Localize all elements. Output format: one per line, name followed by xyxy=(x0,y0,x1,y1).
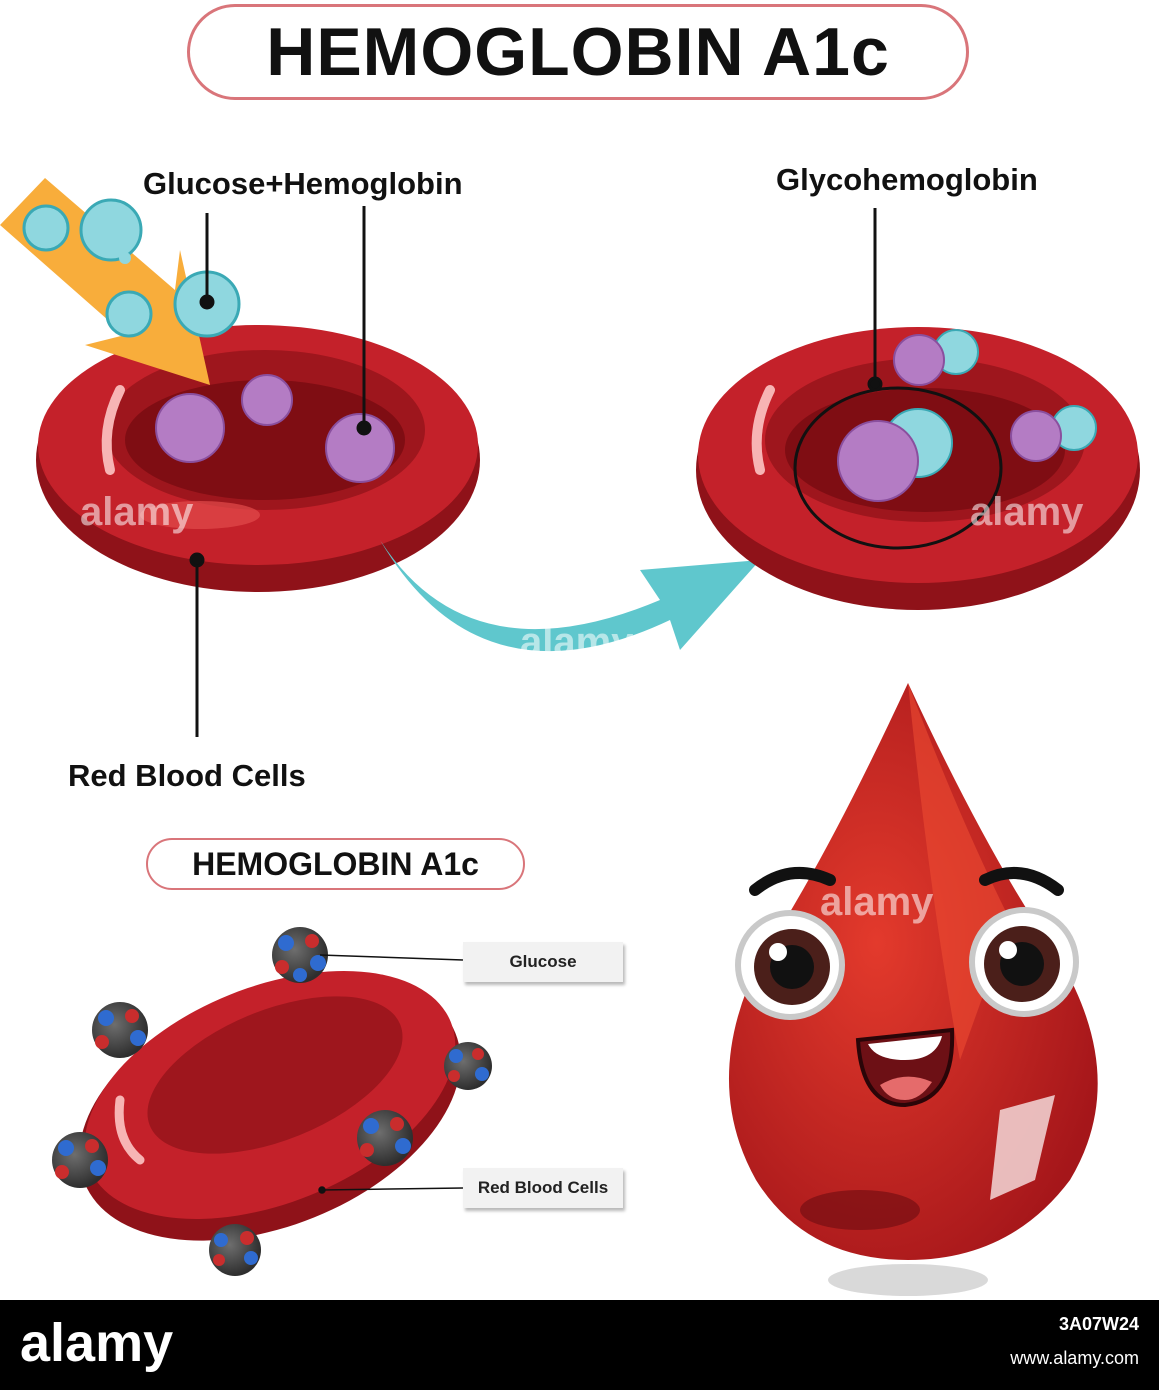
rbc-tag: Red Blood Cells xyxy=(463,1168,623,1208)
glucose-clusters-lower xyxy=(52,927,492,1276)
glucose-cluster xyxy=(444,1042,492,1090)
footer-image-id: 3A07W24 xyxy=(1058,1314,1139,1334)
watermark: alamy xyxy=(80,490,194,534)
leader-lines-right xyxy=(867,208,883,392)
page-title: HEMOGLOBIN A1c xyxy=(187,4,969,100)
leader-lines-lower xyxy=(318,954,464,1194)
hemoglobin-molecules-left xyxy=(155,374,395,483)
footer-bar: alamy 3A07W24 www.alamy.com xyxy=(0,1300,1159,1390)
glycohemoglobin-molecules xyxy=(837,329,1097,502)
glucose-cluster xyxy=(92,1002,148,1058)
glucose-cluster xyxy=(52,1132,108,1188)
glucose-cluster xyxy=(272,927,328,983)
watermark: alamy xyxy=(820,880,934,924)
mascot-eye-left xyxy=(735,910,845,1020)
blood-drop-mascot-icon xyxy=(728,683,1098,1296)
footer-logo: alamy xyxy=(20,1313,174,1373)
watermark: alamy xyxy=(520,620,634,664)
glucose-tag: Glucose xyxy=(463,942,623,982)
glucose-cluster xyxy=(209,1224,261,1276)
footer-url: www.alamy.com xyxy=(1010,1348,1139,1368)
curved-arrow xyxy=(380,540,760,652)
glycohemoglobin-label: Glycohemoglobin xyxy=(776,162,1038,197)
lower-panel-title: HEMOGLOBIN A1c xyxy=(146,838,525,890)
glucose-cluster xyxy=(357,1110,413,1166)
glycohemoglobin-highlight-ring xyxy=(793,386,1003,550)
glucose-hemoglobin-label: Glucose+Hemoglobin xyxy=(143,166,463,201)
diagram-canvas xyxy=(0,178,1140,1296)
mascot-eye-right xyxy=(969,907,1079,1017)
watermark: alamy xyxy=(970,490,1084,534)
leader-lines-left xyxy=(189,206,372,737)
glucose-molecules-upper xyxy=(22,198,241,338)
mascot-mouth xyxy=(855,1027,955,1108)
red-blood-cells-label: Red Blood Cells xyxy=(68,758,306,793)
red-blood-cell-lower xyxy=(79,971,461,1241)
red-blood-cell-left xyxy=(36,325,480,592)
